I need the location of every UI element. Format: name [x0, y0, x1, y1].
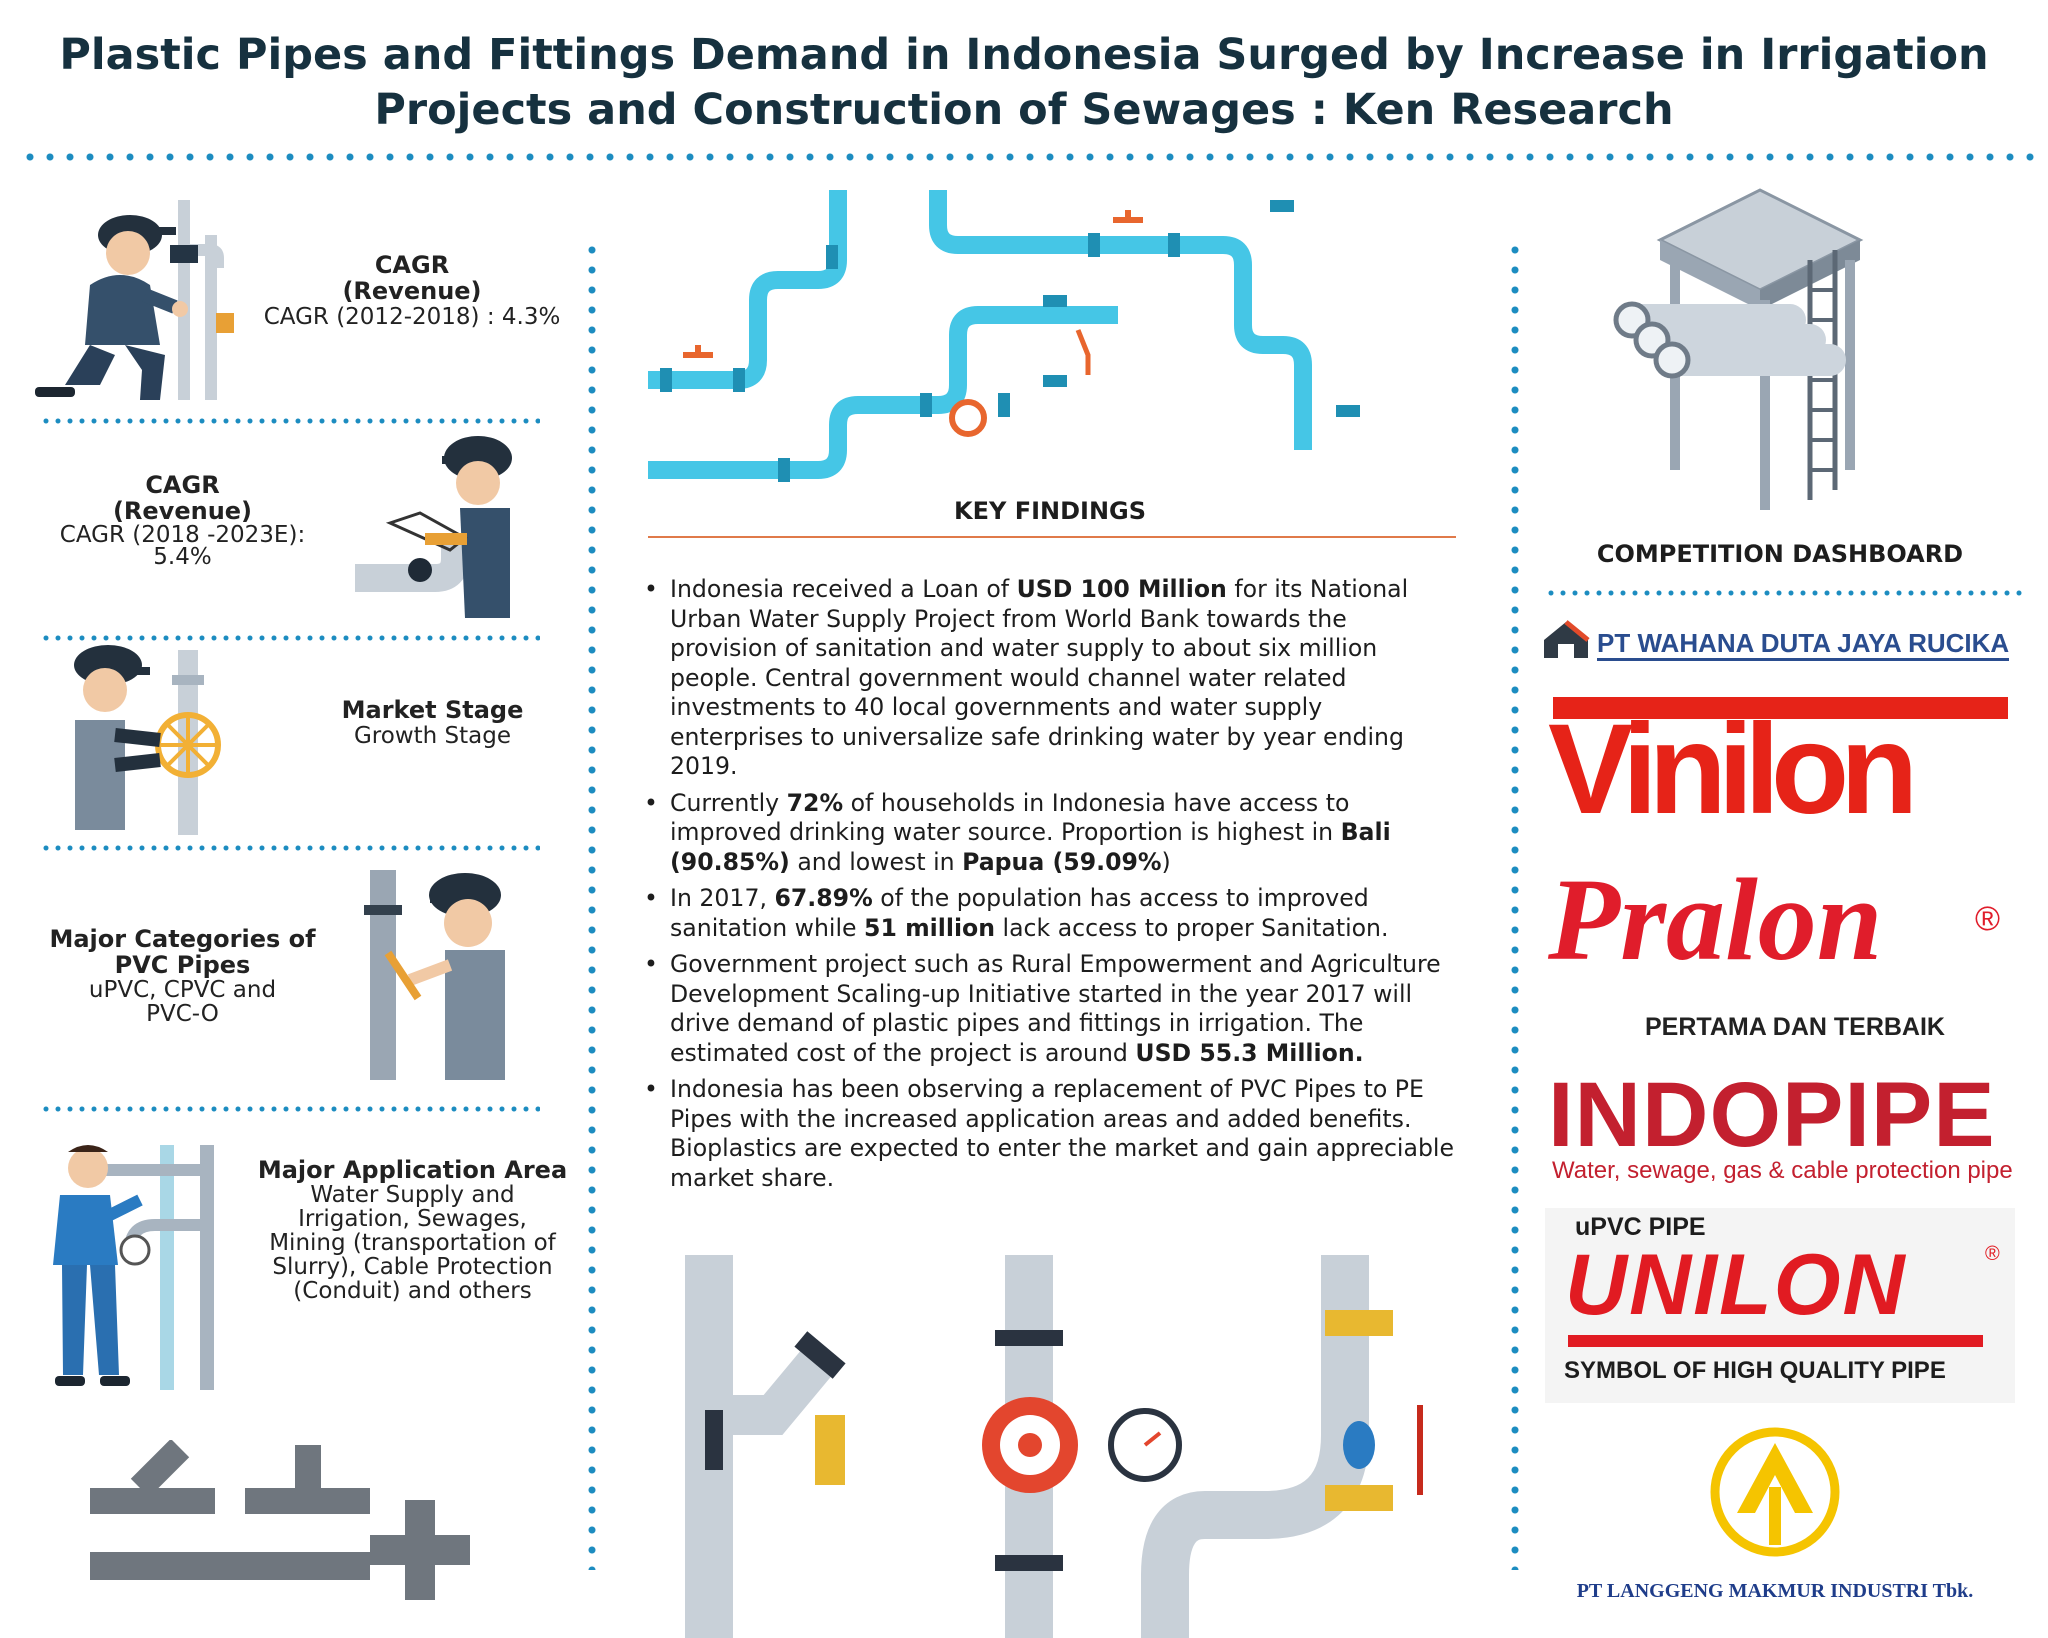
unilon-logo-panel [1545, 1208, 2015, 1403]
langgeng-logo-text: PT LANGGENG MAKMUR INDUSTRI Tbk. [1576, 1580, 1974, 1602]
worker-wheel-valve-illustration [74, 645, 221, 835]
finding-text: lack access to proper Sanitation. [995, 913, 1389, 942]
pvc-fittings-illustration [90, 1440, 470, 1600]
finding-text: Government project such as Rural Empower… [670, 950, 1441, 1067]
key-findings-heading: KEY FINDINGS [953, 497, 1147, 525]
indopipe-logo-text: INDOPIPE [1548, 1064, 1996, 1166]
finding-text: Currently [670, 788, 787, 817]
unilon-registered-mark: ® [1985, 1243, 2000, 1265]
finding-highlight: Bali (90.85%) [670, 818, 1391, 876]
pralon-logo-text: Pralon [1548, 854, 1883, 985]
finding-text: ) [1161, 847, 1171, 876]
stat-heading: CAGR (Revenue) [112, 471, 253, 525]
stat-value: CAGR (2012-2018) : 4.3% [263, 304, 561, 330]
title-line-1: Plastic Pipes and Fittings Demand in Ind… [59, 30, 1989, 80]
wahana-logo-text: PT WAHANA DUTA JAYA RUCIKA [1597, 628, 2010, 661]
unilon-logo-underline [1568, 1335, 1983, 1347]
stat-cagr-historical: CAGR (Revenue) CAGR (2012-2018) : 4.3% [262, 252, 562, 330]
key-finding-item: Currently 72% of households in Indonesia… [640, 789, 1460, 878]
stat-value: Water Supply and Irrigation, Sewages, Mi… [269, 1182, 556, 1304]
section-divider [40, 418, 540, 424]
stat-heading: CAGR (Revenue) [342, 251, 482, 305]
competition-dashboard-heading: COMPETITION DASHBOARD [1596, 540, 1964, 568]
indopipe-tagline: Water, sewage, gas & cable protection pi… [1552, 1157, 2013, 1184]
stat-pvc-categories: Major Categories of PVC Pipes uPVC, CPVC… [40, 926, 325, 1026]
key-finding-item: In 2017, 67.89% of the population has ac… [640, 884, 1460, 943]
finding-text: Indonesia has been observing a replaceme… [670, 1075, 1454, 1192]
finding-text: of households in Indonesia have access t… [670, 788, 1350, 847]
unilon-top-label: uPVC PIPE [1575, 1213, 1706, 1241]
finding-highlight: 67.89% [774, 884, 873, 912]
finding-highlight: USD 55.3 Million. [1135, 1038, 1364, 1067]
stat-value: uPVC, CPVC and PVC-O [88, 977, 277, 1027]
left-column-divider [587, 240, 597, 1570]
title-line-2: Projects and Construction of Sewages : K… [374, 85, 1674, 135]
worker-meter-illustration [53, 1145, 214, 1390]
stat-heading: Major Categories of PVC Pipes [49, 925, 316, 979]
key-findings-list: Indonesia received a Loan of USD 100 Mil… [640, 575, 1460, 1200]
finding-text: of the population has access to improved… [670, 884, 1369, 942]
vinilon-logo-text: Vinilon [1548, 698, 1918, 841]
worker-wrench-illustration [364, 870, 505, 1080]
water-tower-illustration [1613, 188, 1864, 510]
langgeng-emblem-icon [1710, 1427, 1840, 1557]
finding-highlight: 72% [786, 788, 844, 817]
unilon-tagline: SYMBOL OF HIGH QUALITY PIPE [1564, 1357, 1946, 1384]
vinilon-logo-bar [1553, 697, 2008, 719]
stat-application-area: Major Application Area Water Supply and … [255, 1157, 570, 1303]
finding-text: for its National Urban Water Supply Proj… [670, 575, 1409, 780]
section-divider [40, 845, 540, 851]
unilon-logo-text: UNILON [1565, 1237, 1907, 1333]
worker-saw-illustration [355, 436, 512, 618]
key-findings-rule [648, 536, 1456, 538]
key-finding-item: Indonesia received a Loan of USD 100 Mil… [640, 575, 1460, 782]
finding-highlight: 51 million [864, 913, 996, 942]
bottom-valves-illustration [685, 1255, 1423, 1638]
right-column-divider [1510, 240, 1520, 1570]
top-pipes-illustration [648, 190, 1360, 482]
finding-highlight: USD 100 Million [1016, 575, 1227, 603]
finding-text: Indonesia received a Loan of [670, 575, 1017, 603]
stat-value: Growth Stage [353, 723, 512, 749]
finding-text: and lowest in [789, 847, 963, 876]
pralon-registered-mark: ® [1975, 900, 2001, 938]
stat-market-stage: Market Stage Growth Stage [300, 697, 565, 749]
stat-value: CAGR (2018 -2023E): 5.4% [59, 522, 306, 570]
key-finding-item: Indonesia has been observing a replaceme… [640, 1075, 1460, 1193]
page-title: Plastic Pipes and Fittings Demand in Ind… [40, 28, 2008, 138]
wahana-house-logo-icon [1544, 620, 1590, 658]
stat-heading: Major Application Area [257, 1156, 568, 1184]
title-divider [20, 152, 2035, 162]
finding-text: In 2017, [670, 884, 775, 912]
key-finding-item: Government project such as Rural Empower… [640, 950, 1460, 1068]
pralon-tagline: PERTAMA DAN TERBAIK [1645, 1013, 1945, 1041]
stat-heading: Market Stage [341, 696, 524, 724]
section-divider [40, 1106, 540, 1112]
stat-cagr-forecast: CAGR (Revenue) CAGR (2018 -2023E): 5.4% [40, 471, 325, 570]
finding-highlight: Papua (59.09% [962, 847, 1162, 876]
competition-divider [1545, 590, 2025, 596]
section-divider [40, 635, 540, 641]
worker-valve-illustration [35, 200, 234, 400]
